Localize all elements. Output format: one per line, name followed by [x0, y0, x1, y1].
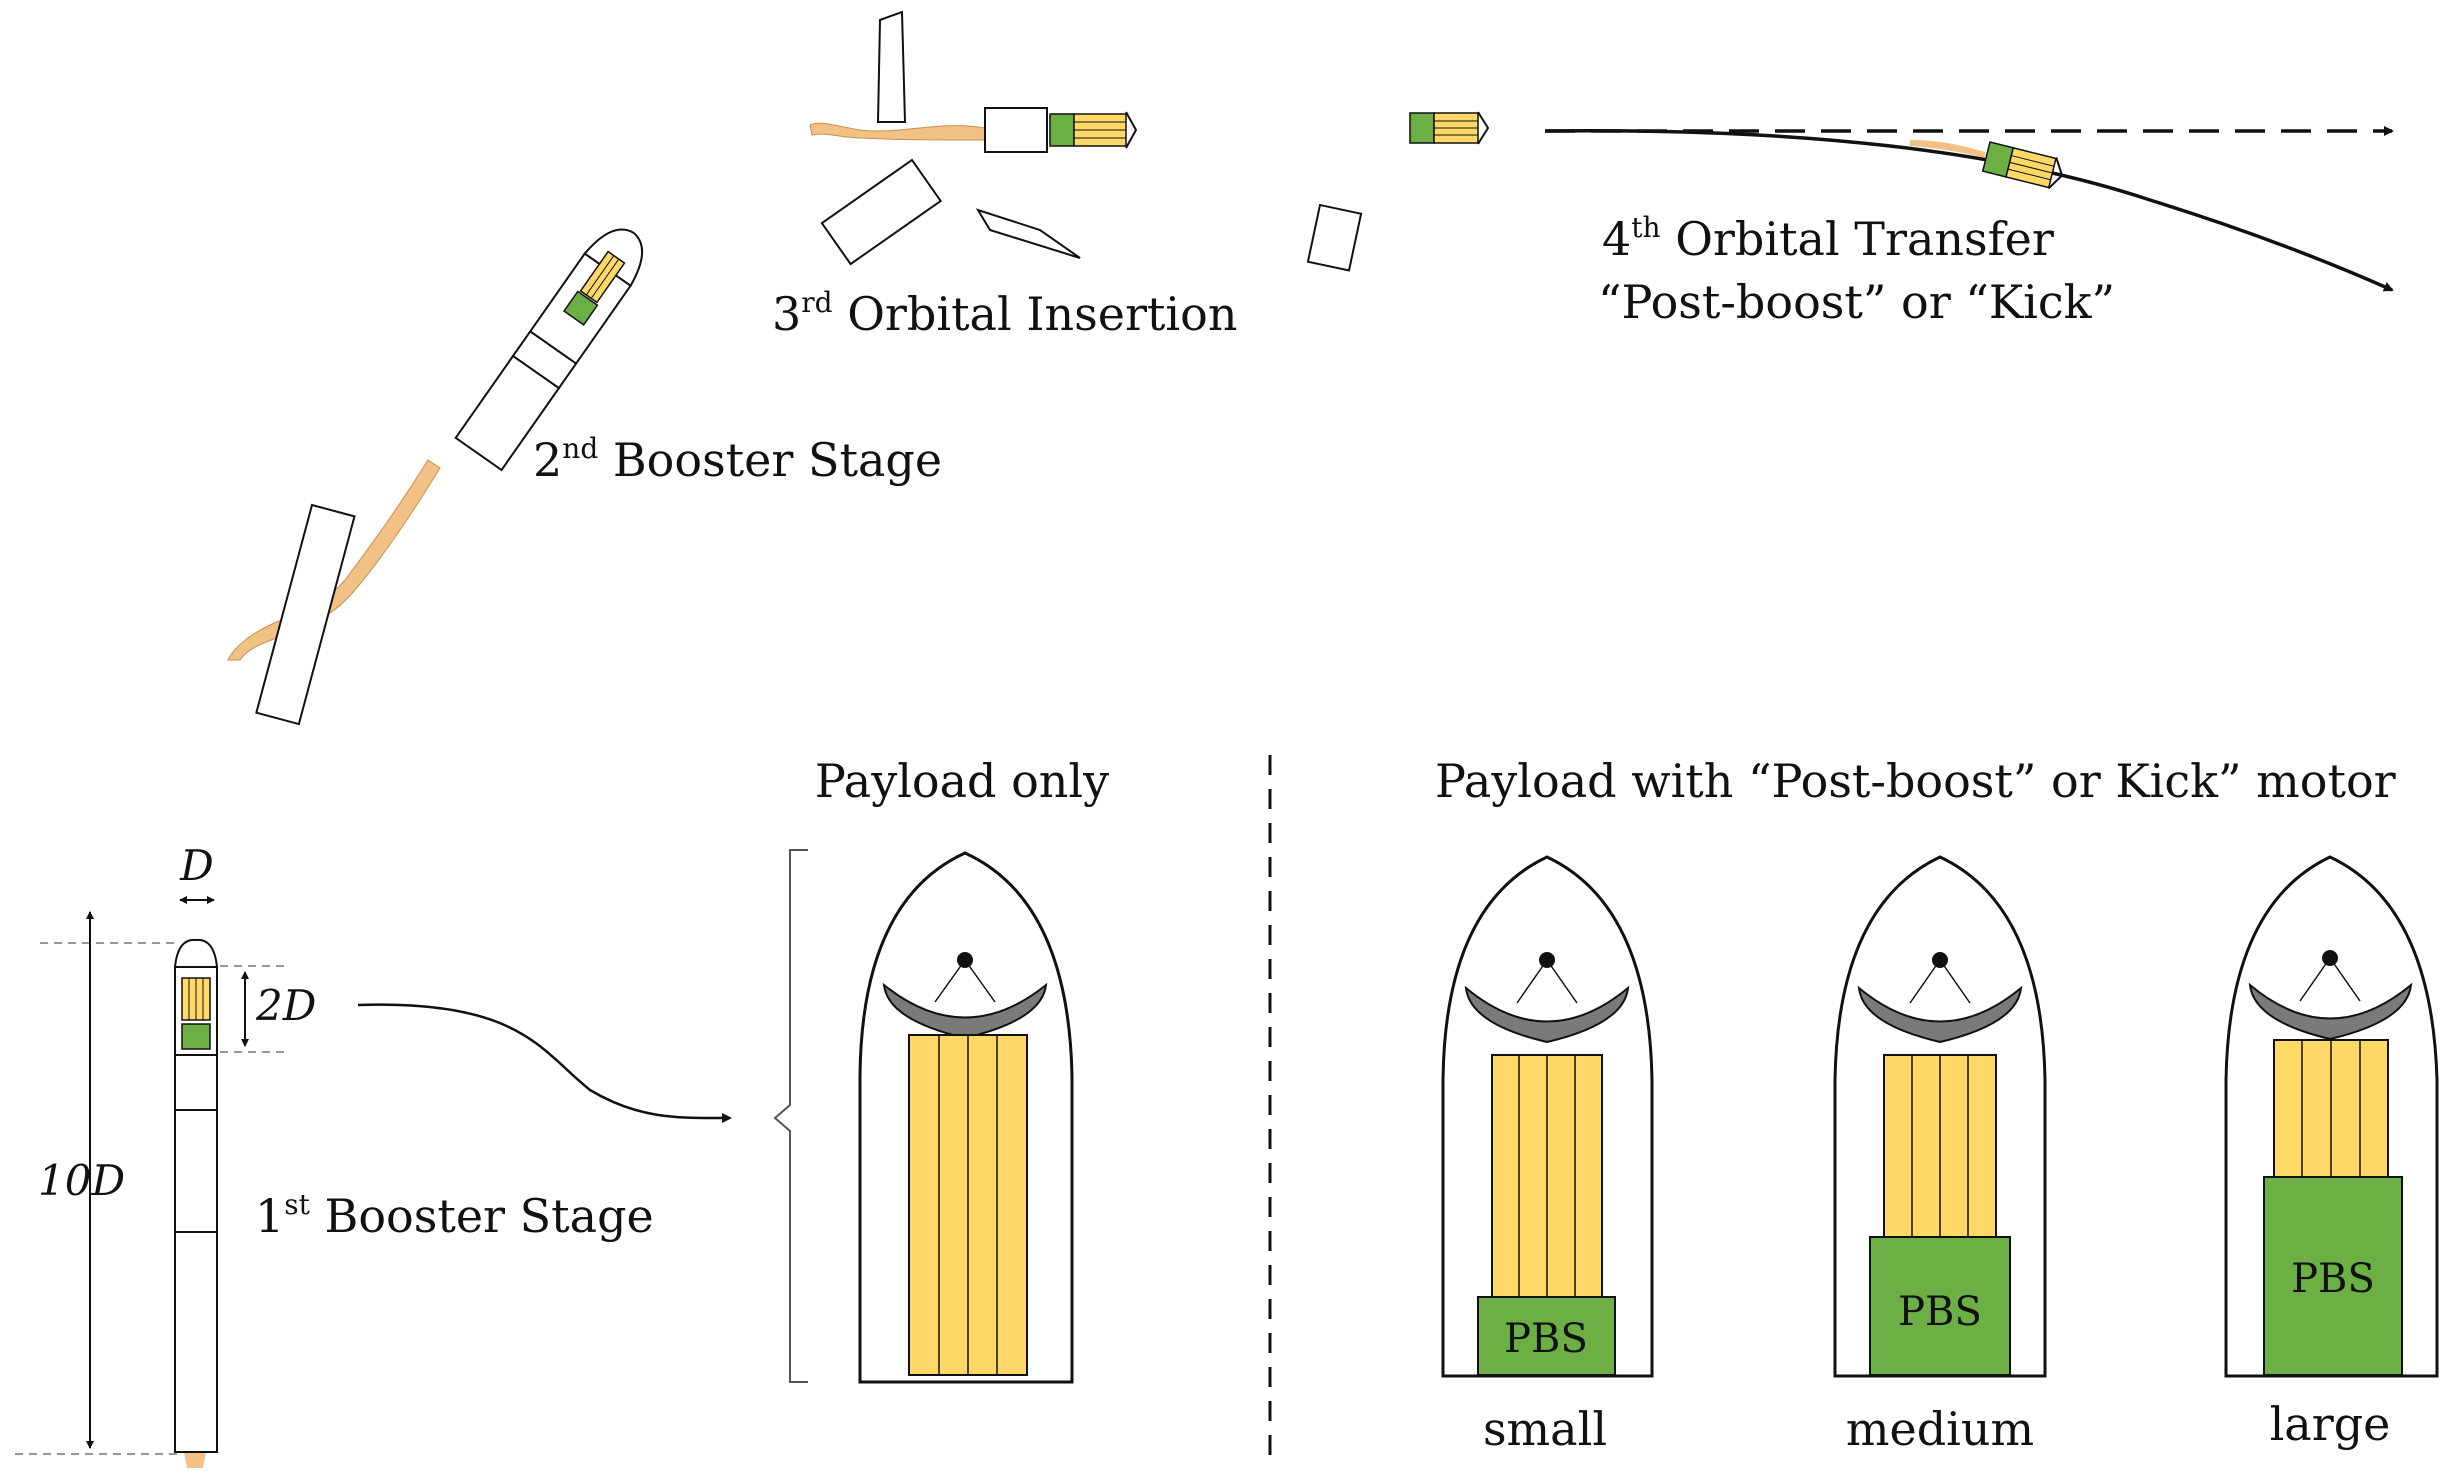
antenna-dish: [882, 982, 1048, 1040]
third-stage-vehicle: [809, 10, 1138, 266]
first-stage-plume: [184, 1452, 206, 1468]
rocket-nose-cone: [173, 938, 219, 968]
size-label-large: large: [2270, 1397, 2391, 1451]
transfer-trajectory: [1544, 129, 2394, 292]
antenna-feed: [957, 952, 973, 968]
rocket-pbs: [181, 1023, 211, 1050]
payload-only-heading: Payload only: [815, 754, 1109, 808]
fairing-half-bottom: [975, 208, 1081, 259]
antenna-dish: [1857, 985, 2023, 1044]
third-stage-label: 3rd Orbital Insertion: [772, 286, 1237, 341]
second-stage-rocket: [227, 228, 644, 726]
rocket-length-label: 10D: [38, 1156, 125, 1205]
size-label-small: small: [1483, 1402, 1607, 1456]
orbital-transfer-paths: [1544, 126, 2394, 292]
zoom-bracket: [773, 849, 808, 1383]
antenna-feed: [1932, 952, 1948, 968]
antenna-dish: [1464, 985, 1630, 1044]
pbs-block: [2263, 1176, 2403, 1376]
third-stage-body: [984, 107, 1048, 153]
antenna-feed: [2322, 950, 2338, 966]
zoom-arrow: [357, 1003, 732, 1124]
pbs-block: [1477, 1296, 1616, 1376]
dimension-markers: [15, 896, 732, 1455]
rocket-body: [174, 1054, 218, 1453]
second-stage-label: 2nd Booster Stage: [533, 432, 942, 487]
spent-second-stage: [820, 158, 943, 266]
antenna-feed: [1539, 952, 1555, 968]
size-label-medium: medium: [1846, 1402, 2034, 1456]
fairing-large-pbs: [2224, 855, 2439, 1378]
second-stage-plume: [227, 459, 441, 661]
first-stage-rocket: [173, 938, 219, 1468]
spent-first-stage: [255, 503, 356, 726]
antenna-dish: [2248, 982, 2413, 1041]
fourth-stage-label: 4th Orbital Transfer: [1602, 211, 2054, 266]
pbs-label-small: PBS: [1504, 1316, 1588, 1362]
fairing-half-top: [876, 10, 907, 123]
fairing-medium-pbs: [1833, 855, 2047, 1378]
first-stage-label: 1st Booster Stage: [255, 1188, 654, 1243]
pbs-label-medium: PBS: [1898, 1289, 1982, 1335]
pbs-label-large: PBS: [2291, 1256, 2375, 1302]
payload-length-label: 2D: [255, 981, 316, 1030]
pbs-block: [1869, 1236, 2011, 1376]
diameter-label: D: [179, 841, 214, 890]
kick-plume: [1910, 140, 1985, 158]
fairing-payload-only: [858, 851, 1074, 1384]
third-stage-plume: [809, 122, 986, 141]
separated-payload: [1306, 111, 1490, 272]
fourth-stage-sublabel: “Post-boost” or “Kick”: [1598, 275, 2115, 329]
payload-with-motor-heading: Payload with “Post-boost” or Kick” motor: [1435, 754, 2396, 808]
fairing-small-pbs: [1441, 855, 1654, 1378]
